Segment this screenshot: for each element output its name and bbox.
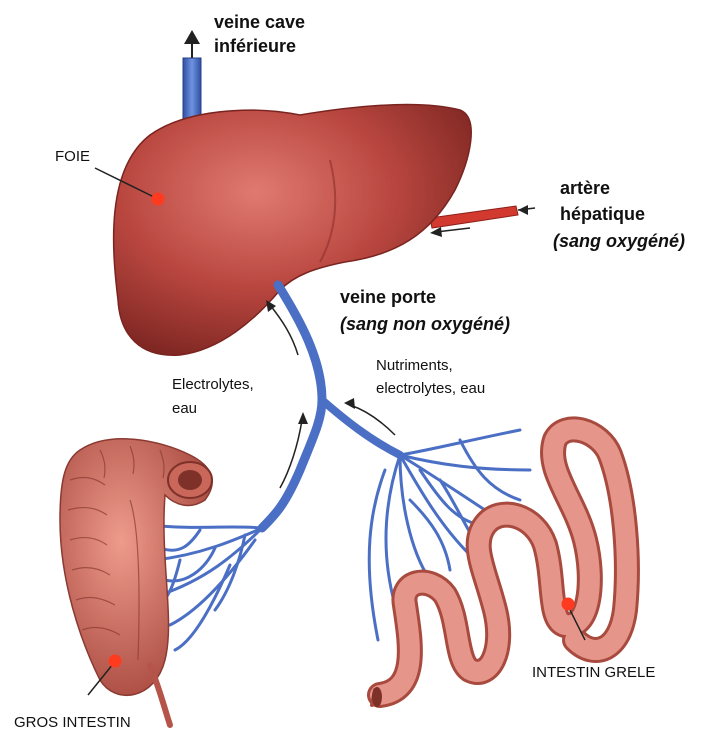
hepatic-artery-label-line1: artère bbox=[560, 178, 610, 199]
vena-cava-label-line2: inférieure bbox=[214, 36, 296, 57]
large-intestine-label: GROS INTESTIN bbox=[14, 714, 131, 731]
small-intestine-label: INTESTIN GRELE bbox=[532, 664, 655, 681]
electrolytes-label-line2: eau bbox=[172, 400, 197, 417]
hepatic-artery-label-line3: (sang oxygéné) bbox=[553, 231, 685, 252]
portal-vein-label-line2: (sang non oxygéné) bbox=[340, 314, 510, 335]
electrolytes-label-line1: Electrolytes, bbox=[172, 376, 254, 393]
portal-vein-label-line1: veine porte bbox=[340, 287, 436, 308]
hepatic-artery bbox=[430, 205, 535, 237]
nutrients-label-line1: Nutriments, bbox=[376, 357, 453, 374]
liver-label: FOIE bbox=[55, 148, 90, 165]
vena-cava-label-line1: veine cave bbox=[214, 12, 305, 33]
hepatic-artery-label-line2: hépatique bbox=[560, 204, 645, 225]
nutrients-label-line2: electrolytes, eau bbox=[376, 380, 485, 397]
